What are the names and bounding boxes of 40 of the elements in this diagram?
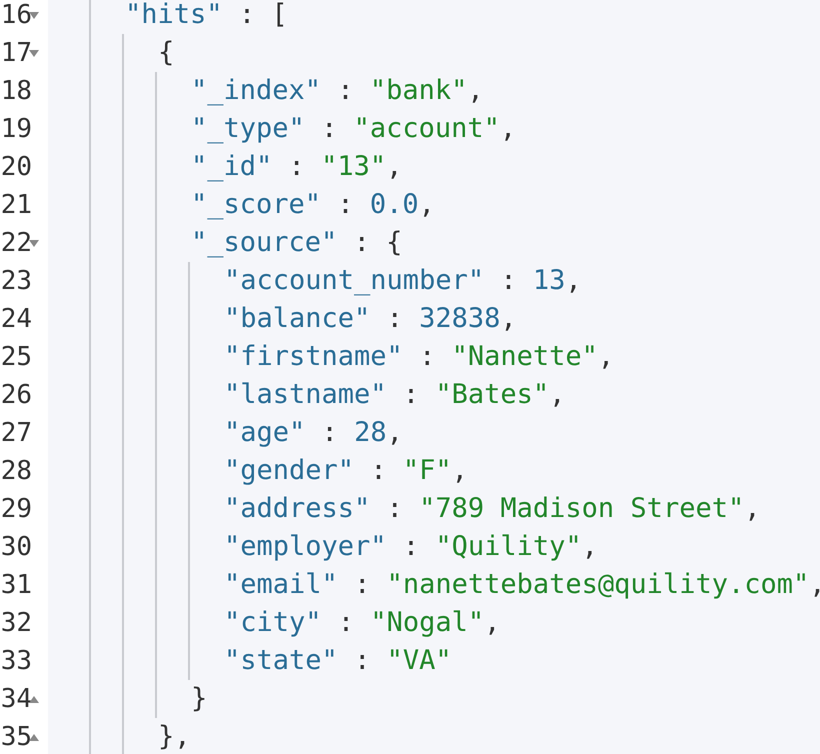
line-number: 21 [0, 189, 32, 222]
line-number: 16 [0, 0, 32, 32]
line-number: 23 [0, 265, 32, 298]
line-number: 20 [0, 151, 32, 184]
line-number: 33 [0, 645, 32, 678]
code-line: "_source" : { [191, 226, 402, 260]
line-number: 30 [0, 531, 32, 564]
code-line: "gender" : "F", [224, 454, 468, 488]
line-number: 26 [0, 379, 32, 412]
line-number: 29 [0, 493, 32, 526]
code-line: "account_number" : 13, [224, 264, 582, 298]
code-line: } [191, 682, 208, 716]
code-line: "_score" : 0.0, [191, 188, 435, 222]
code-line: "address" : "789 Madison Street", [224, 492, 760, 526]
code-line: "email" : "nanettebates@quility.com", [224, 568, 820, 602]
line-number: 27 [0, 417, 32, 450]
line-number: 22 [0, 227, 32, 260]
code-line: "firstname" : "Nanette", [224, 340, 614, 374]
code-line: "city" : "Nogal", [224, 606, 500, 640]
code-line: "balance" : 32838, [224, 302, 517, 336]
code-line: "lastname" : "Bates", [224, 378, 566, 412]
line-number: 18 [0, 75, 32, 108]
line-number: 24 [0, 303, 32, 336]
code-line: { [158, 36, 174, 70]
code-line: }, [158, 720, 191, 754]
line-number: 19 [0, 113, 32, 146]
code-line: "hits" : [ [125, 0, 288, 32]
line-number: 34 [0, 683, 32, 716]
line-number: 32 [0, 607, 32, 640]
code-line: "_type" : "account", [191, 112, 516, 146]
line-number: 28 [0, 455, 32, 488]
line-number: 35 [0, 721, 32, 754]
code-line: "employer" : "Quility", [224, 530, 598, 564]
code-line: "_index" : "bank", [191, 74, 484, 108]
line-number: 31 [0, 569, 32, 602]
code-line: "age" : 28, [224, 416, 403, 450]
code-line: "_id" : "13", [191, 150, 402, 184]
line-number: 25 [0, 341, 32, 374]
code-line: "state" : "VA" [224, 644, 452, 678]
line-number: 17 [0, 37, 32, 70]
